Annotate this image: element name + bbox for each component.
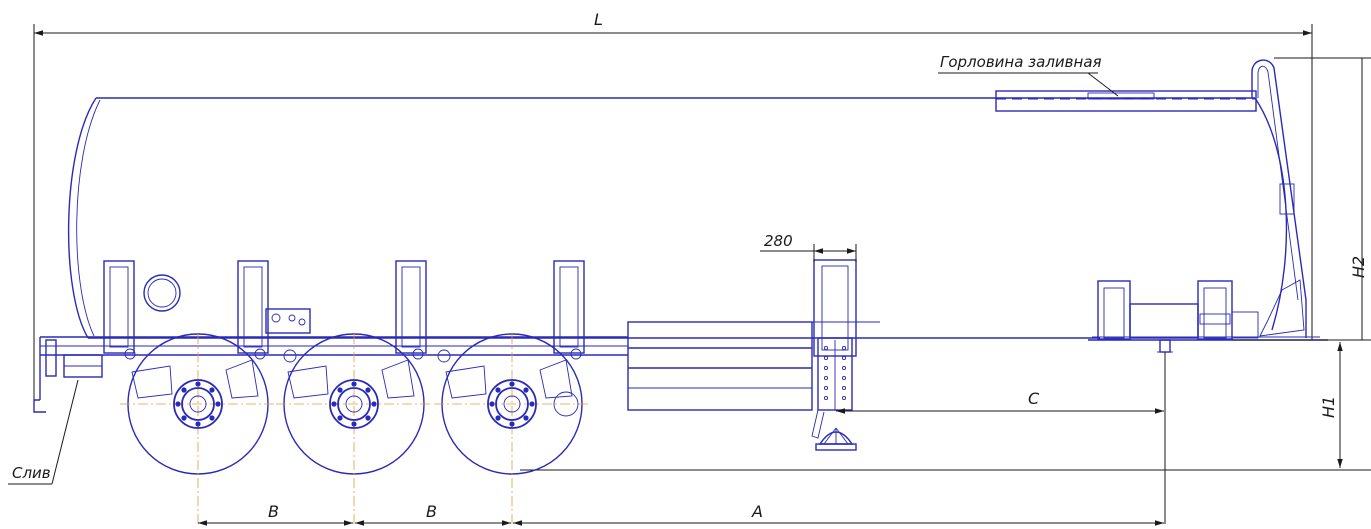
dimension-280: 280 bbox=[760, 232, 857, 262]
drain-leader: Слив bbox=[8, 379, 79, 485]
label-h1: H1 bbox=[1319, 396, 1338, 418]
dimension-b-1: B bbox=[198, 502, 353, 526]
kingpin-assembly bbox=[1088, 280, 1328, 353]
fittings bbox=[124, 274, 582, 363]
suspension-hangers bbox=[103, 260, 585, 354]
label-280: 280 bbox=[764, 232, 793, 250]
dimension-h2: H2 bbox=[1349, 58, 1368, 340]
tank-body bbox=[67, 97, 1288, 339]
label-h2: H2 bbox=[1349, 256, 1368, 278]
label-a: A bbox=[751, 502, 763, 521]
wheel-1 bbox=[120, 333, 276, 524]
dimension-h1: H1 bbox=[520, 339, 1371, 471]
wheel-1-bolts bbox=[175, 381, 221, 427]
label-b-2: B bbox=[426, 502, 437, 521]
dimension-c: C bbox=[836, 352, 1166, 524]
dimension-b-2: B bbox=[355, 502, 511, 526]
wheel-3-bolts bbox=[489, 381, 535, 427]
dimension-a: A bbox=[513, 502, 1164, 526]
wheel-3 bbox=[434, 333, 590, 524]
label-c: C bbox=[1028, 389, 1040, 408]
label-b-1: B bbox=[268, 502, 279, 521]
wheel-2 bbox=[276, 333, 432, 524]
label-filler-neck: Горловина заливная bbox=[940, 53, 1102, 71]
wheel-2-bolts bbox=[331, 381, 377, 427]
landing-gear bbox=[811, 259, 857, 451]
label-l: L bbox=[594, 10, 603, 29]
label-drain: Слив bbox=[12, 464, 51, 482]
front-ladder bbox=[1251, 57, 1371, 338]
filler-neck: Горловина заливная bbox=[938, 53, 1257, 112]
dimension-l: L bbox=[33, 10, 1313, 410]
